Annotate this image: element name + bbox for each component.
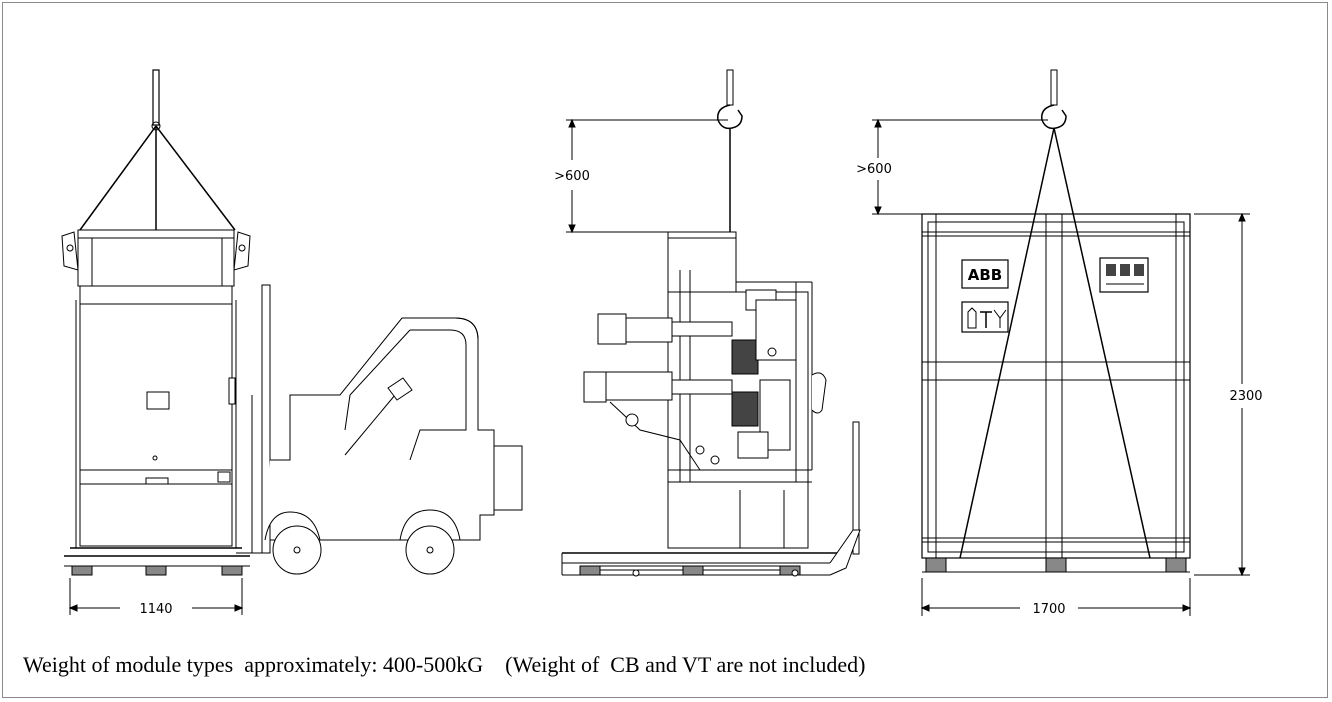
dim-clearance-right: >600 [856, 162, 892, 177]
crane-hook-icon [717, 104, 743, 130]
warning-label-icon [1099, 257, 1149, 293]
weight-text: Weight of module types approximately: 40… [23, 652, 484, 677]
right-view-crate: ABB [872, 69, 1250, 616]
left-view-module-lifting [61, 69, 251, 615]
dim-width-right: 1700 [1032, 602, 1065, 617]
weight-caption: Weight of module types approximately: 40… [23, 652, 866, 678]
abb-logo: ABB [968, 266, 1002, 284]
dim-height-right: 2300 [1229, 389, 1262, 404]
weight-note: (Weight of CB and VT are not included) [483, 652, 866, 677]
middle-view-section [561, 69, 861, 577]
forklift-drawing [236, 284, 523, 575]
handling-symbols-icon [961, 301, 1009, 333]
dim-clearance-middle: >600 [554, 169, 590, 184]
dim-width-left: 1140 [139, 602, 172, 617]
